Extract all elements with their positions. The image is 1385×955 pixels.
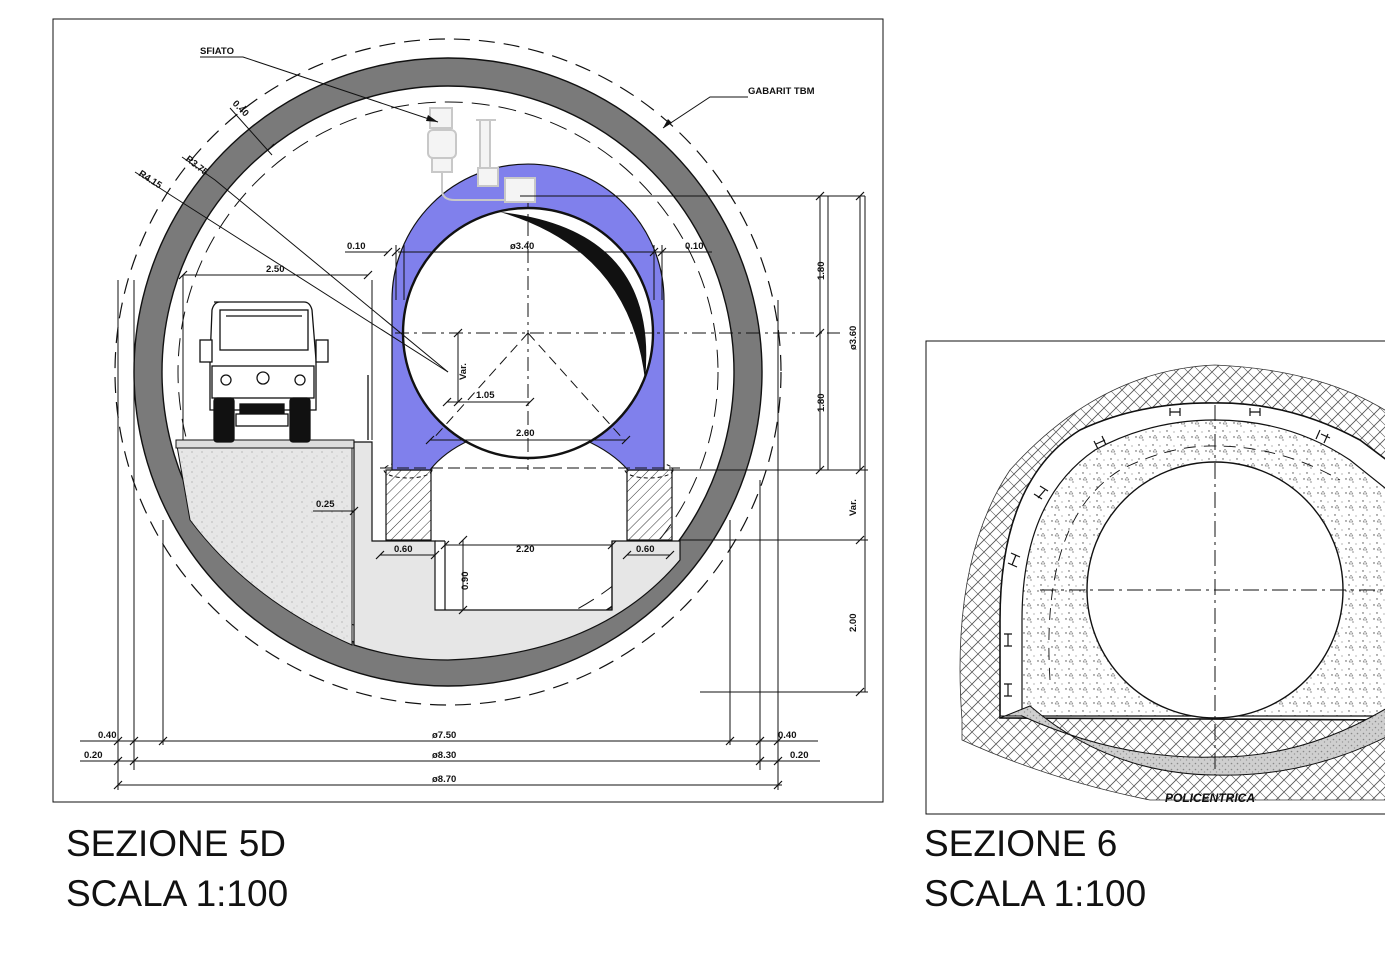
label-vent: SFIATO [200,46,234,57]
support-block-left [385,469,432,541]
label-saddle-width: 2.60 [516,428,535,439]
section-6-drawing: POLICENTRICA [925,340,1385,815]
label-clearance-left: 0.10 [347,241,366,252]
label-kerb: 0.25 [316,499,335,510]
section-5d-scale: SCALA 1:100 [66,873,289,914]
section-5d-drawing: SFIATO GABARIT TBM 0.40 R3.75 R4.15 2.50… [52,18,884,803]
label-foot-right: 0.60 [636,544,655,555]
label-foot-left: 0.60 [394,544,413,555]
label-dim-870: ø8.70 [432,774,456,785]
section-6-frame [925,340,1385,815]
section-6-invert [999,705,1385,776]
label-var-left: Var. [458,363,469,380]
label-trench-width: 2.20 [516,544,535,555]
label-lane-width: 2.50 [266,264,285,275]
label-dim-right-040: 0.40 [778,730,797,741]
label-tbm-gauge: GABARIT TBM [748,86,815,97]
service-truck-icon [199,301,369,443]
label-height-bottom: 1.80 [816,394,827,413]
label-trench-depth: 0.90 [460,572,471,591]
road-base [175,439,355,646]
pipe-shading [500,212,647,380]
vent-valve [427,107,536,203]
label-floor-height: 2.00 [848,614,859,633]
label-clearance-right: 0.10 [685,241,704,252]
label-var-right: Var. [848,499,859,516]
label-dim-right-020: 0.20 [790,750,809,761]
label-dim-left-040: 0.40 [98,730,117,741]
support-block-right [626,469,673,541]
label-height-top: 1.80 [816,262,827,281]
tbm-gauge-circle [114,38,782,706]
section-5d-frame [52,18,884,803]
label-dim-left-020: 0.20 [84,750,103,761]
section-6-scale: SCALA 1:100 [924,873,1147,914]
label-dim-830: ø8.30 [432,750,456,761]
label-half-base: 1.05 [476,390,495,401]
label-pipe-height: ø3.60 [848,326,859,350]
label-lining-thickness: 0.40 [230,98,251,119]
label-dim-750: ø7.50 [432,730,456,741]
inner-dashed-circle [177,101,719,643]
label-policentrica: POLICENTRICA [1165,791,1255,805]
section-6-title: SEZIONE 6 [924,823,1118,864]
section-5d-title: SEZIONE 5D [66,823,286,864]
label-pipe-diameter: ø3.40 [510,241,534,252]
pipe-foundation [353,441,681,661]
